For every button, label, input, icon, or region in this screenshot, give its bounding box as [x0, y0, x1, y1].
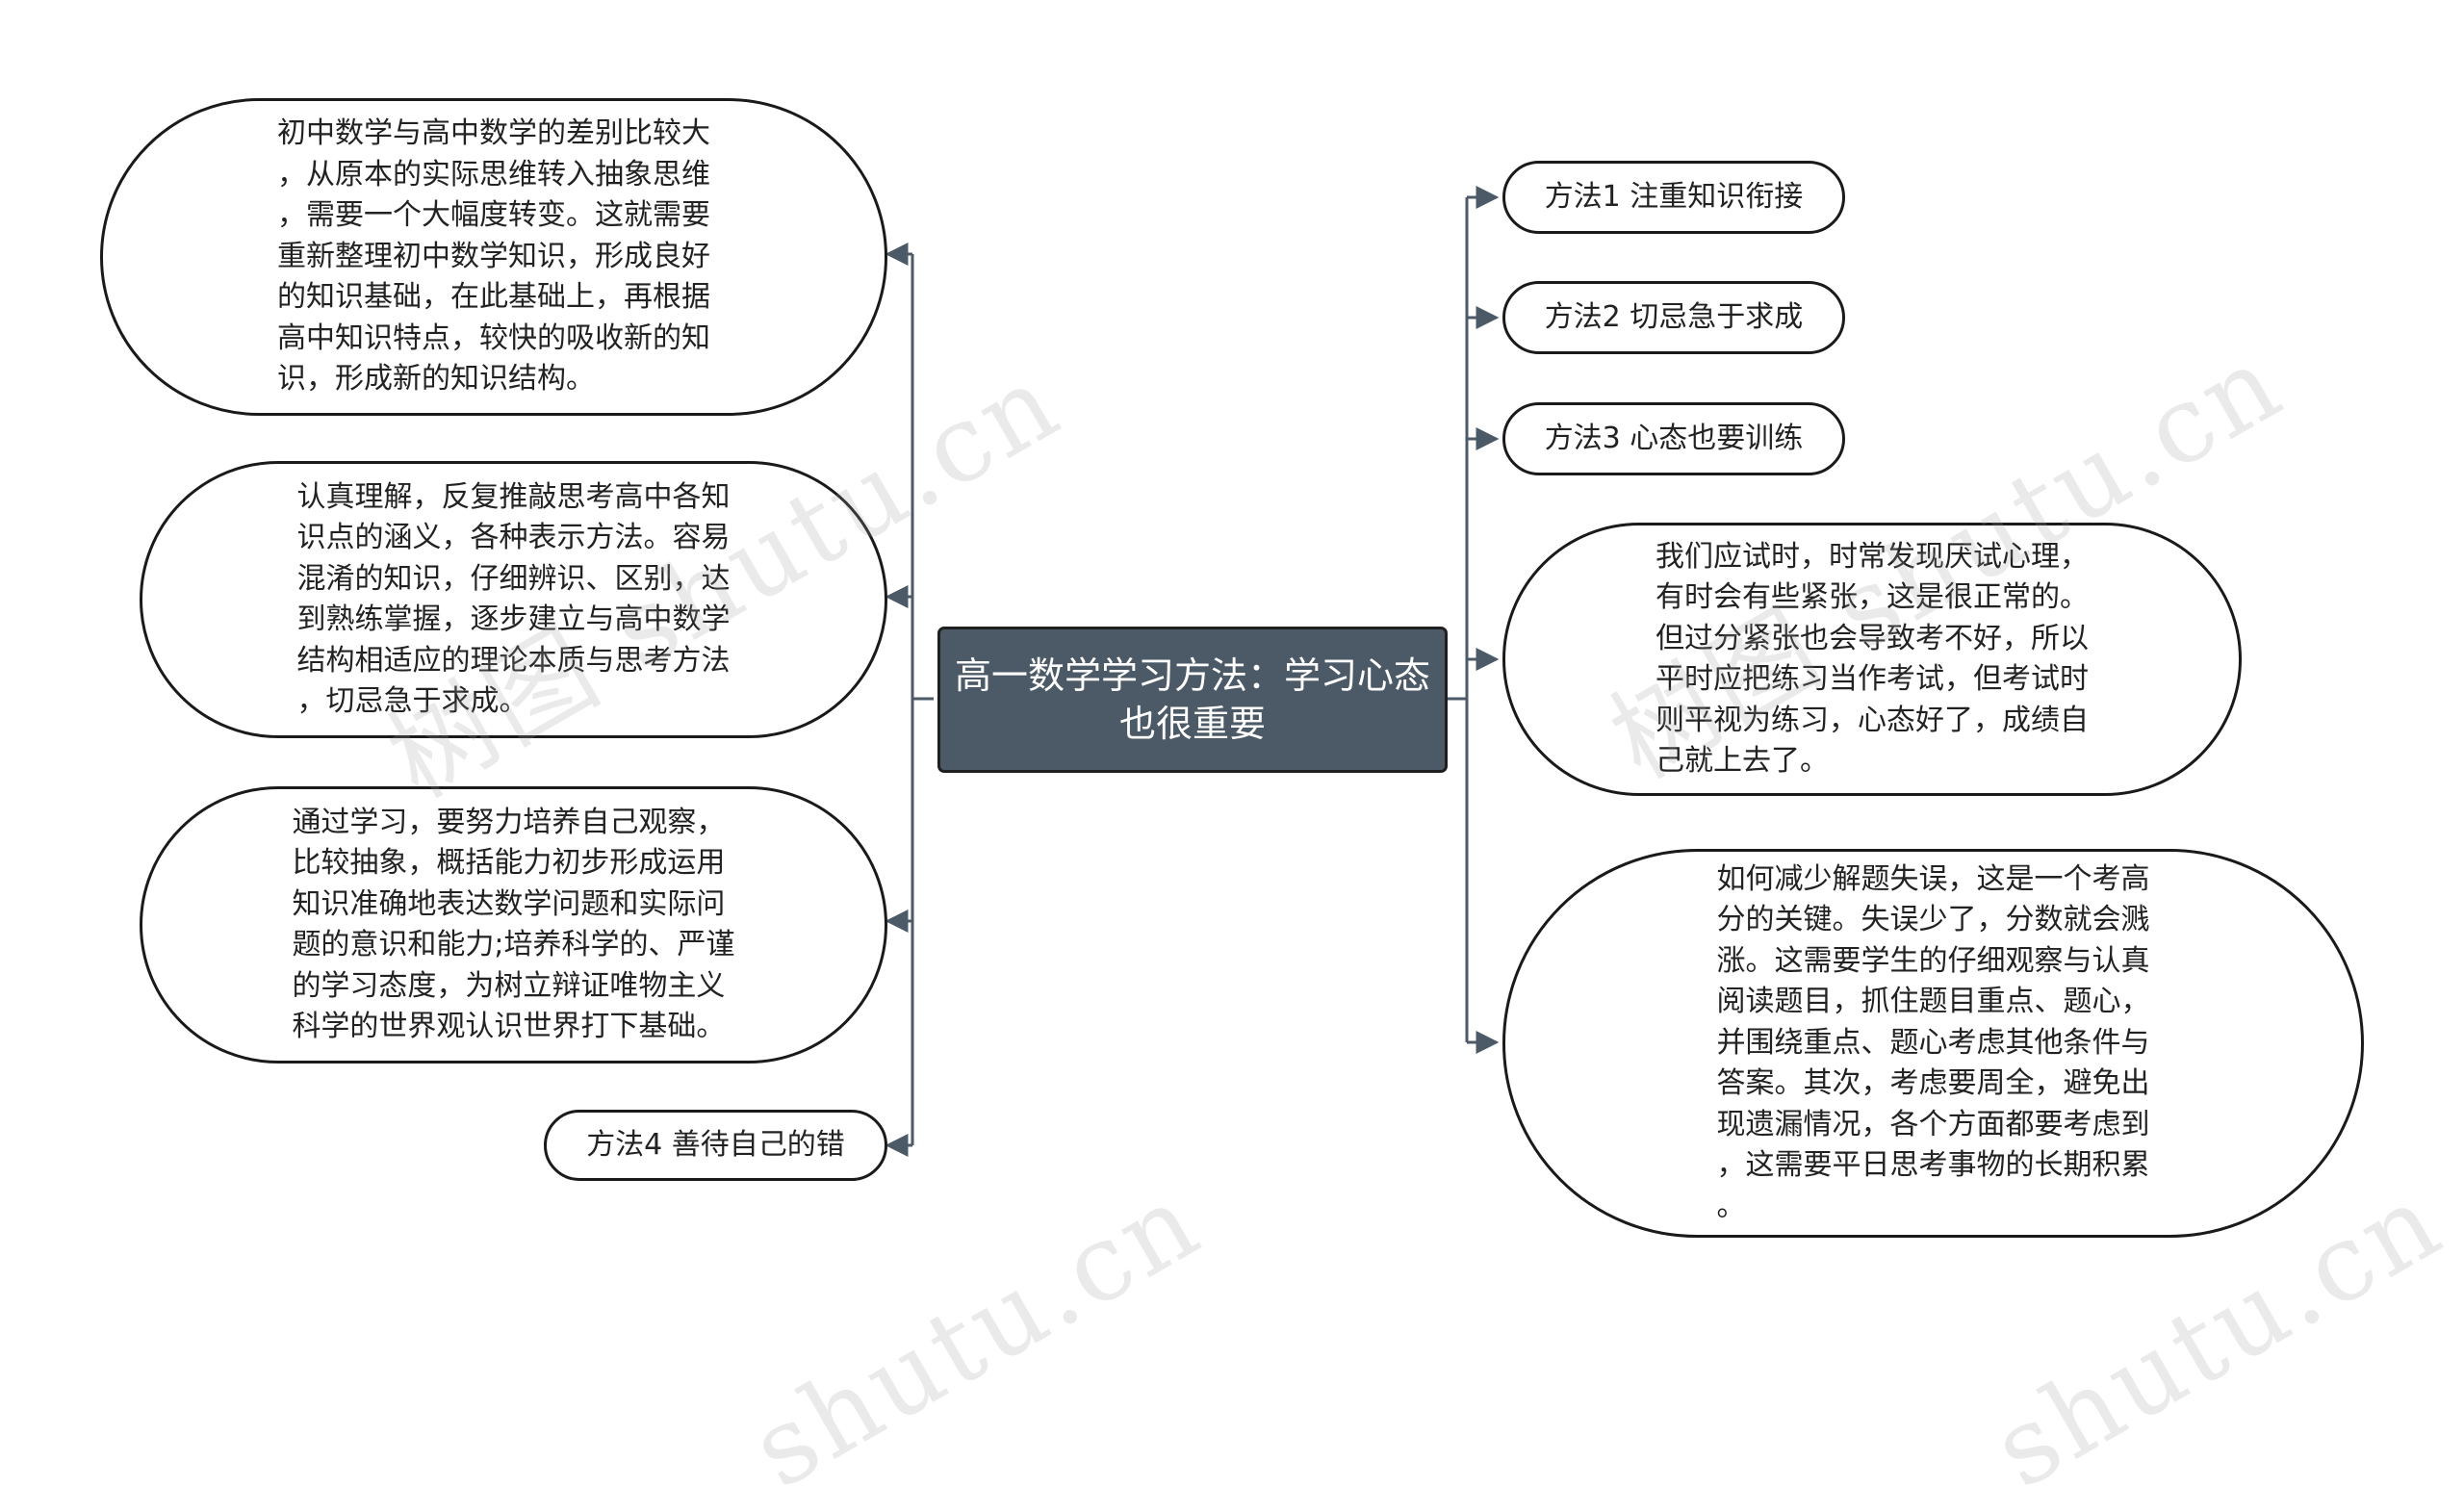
right-node-5-label: 如何减少解题失误，这是一个考高 分的关键。失误少了，分数就会溅 涨。这需要学生的…: [1716, 861, 2150, 1223]
left-node-4-label: 方法4 善待自己的错: [586, 1128, 845, 1162]
right-node-2-label: 方法2 切忌急于求成: [1544, 300, 1804, 334]
left-node-1-label: 初中数学与高中数学的差别比较大 ，从原本的实际思维转入抽象思维 ，需要一个大幅度…: [277, 116, 710, 397]
right-node-1-label: 方法1 注重知识衔接: [1544, 180, 1804, 214]
right-node-3-label: 方法3 心态也要训练: [1544, 422, 1804, 455]
right-node-5[interactable]: 如何减少解题失误，这是一个考高 分的关键。失误少了，分数就会溅 涨。这需要学生的…: [1502, 849, 2364, 1238]
left-node-3-label: 通过学习，要努力培养自己观察， 比较抽象，概括能力初步形成运用 知识准确地表达数…: [292, 805, 735, 1044]
left-node-1[interactable]: 初中数学与高中数学的差别比较大 ，从原本的实际思维转入抽象思维 ，需要一个大幅度…: [100, 98, 887, 416]
connector-layer: [885, 186, 1500, 1157]
left-node-2-label: 认真理解，反复推敲思考高中各知 识点的涵义，各种表示方法。容易 混淆的知识，仔细…: [296, 479, 731, 719]
left-node-4[interactable]: 方法4 善待自己的错: [544, 1110, 887, 1181]
right-node-2[interactable]: 方法2 切忌急于求成: [1502, 281, 1845, 354]
root-topic-label: 高一数学学习方法：学习心态也很重要: [954, 654, 1430, 745]
root-topic-node[interactable]: 高一数学学习方法：学习心态也很重要: [937, 627, 1448, 773]
right-node-3[interactable]: 方法3 心态也要训练: [1502, 402, 1845, 475]
right-node-4-label: 我们应试时，时常发现厌试心理， 有时会有些紧张，这是很正常的。 但过分紧张也会导…: [1656, 539, 2089, 779]
left-node-3[interactable]: 通过学习，要努力培养自己观察， 比较抽象，概括能力初步形成运用 知识准确地表达数…: [140, 786, 887, 1064]
right-node-1[interactable]: 方法1 注重知识衔接: [1502, 161, 1845, 234]
left-node-2[interactable]: 认真理解，反复推敲思考高中各知 识点的涵义，各种表示方法。容易 混淆的知识，仔细…: [140, 461, 887, 738]
right-node-4[interactable]: 我们应试时，时常发现厌试心理， 有时会有些紧张，这是很正常的。 但过分紧张也会导…: [1502, 523, 2242, 796]
mind-map-canvas: 高一数学学习方法：学习心态也很重要 初中数学与高中数学的差别比较大 ，从原本的实…: [100, 98, 2462, 1512]
